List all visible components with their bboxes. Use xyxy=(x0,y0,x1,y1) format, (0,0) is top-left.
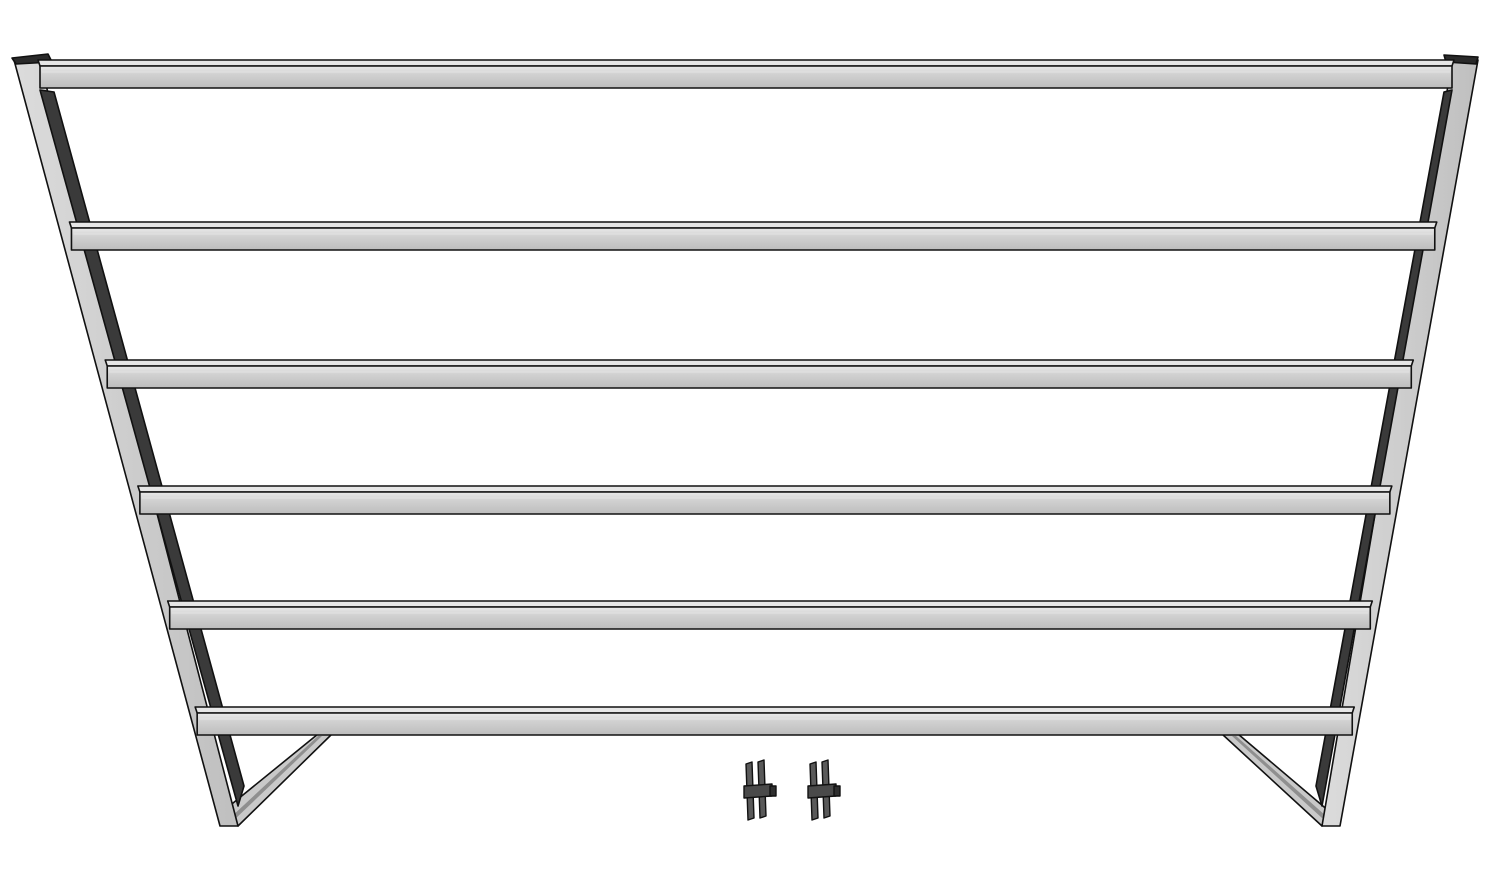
rail-3 xyxy=(106,365,1413,389)
connector-pin-icon xyxy=(807,759,841,821)
right-brace xyxy=(1221,733,1331,827)
right-post-inner-side xyxy=(1315,89,1453,807)
rail-1 xyxy=(39,65,1453,89)
rail-5-top xyxy=(166,600,1374,608)
pin-bolt xyxy=(833,785,841,797)
left-post-inner-side xyxy=(39,89,245,807)
fence-panel xyxy=(11,53,1479,827)
rail-6 xyxy=(196,712,1354,736)
rail-1-top xyxy=(37,59,1455,67)
rail-5 xyxy=(168,606,1372,630)
rail-4 xyxy=(139,491,1391,515)
connector-pin-icon xyxy=(743,759,777,821)
rail-3-top xyxy=(104,359,1415,367)
pin-crossbar xyxy=(807,783,837,799)
connector-pins xyxy=(743,759,841,821)
pin-bolt xyxy=(769,785,777,797)
pin-crossbar xyxy=(743,783,773,799)
rail-2 xyxy=(70,227,1436,251)
left-brace-shadow xyxy=(230,736,322,820)
rail-6-top xyxy=(194,706,1356,714)
right-brace-shadow xyxy=(1232,736,1326,818)
rail-2-top xyxy=(68,221,1438,229)
rail-4-top xyxy=(137,485,1393,493)
